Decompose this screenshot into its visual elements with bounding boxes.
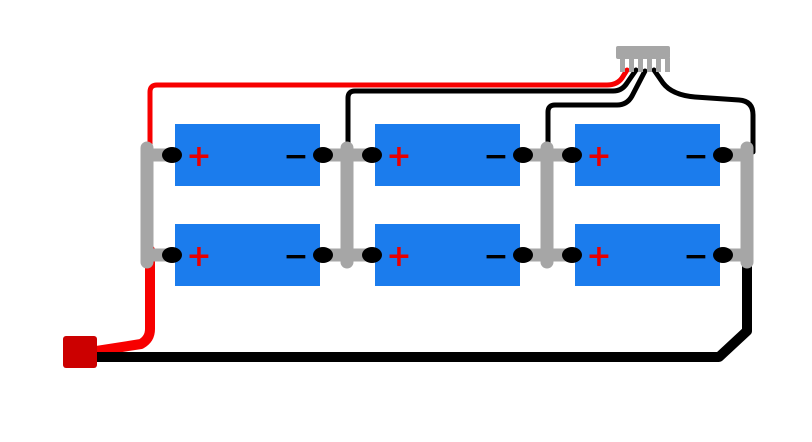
minus-sign-label: − (483, 139, 508, 174)
balance-connector-pin (656, 58, 661, 72)
minus-sign-label: − (283, 139, 308, 174)
positive-terminal (562, 147, 582, 163)
plus-sign-label: + (586, 139, 611, 174)
balance-connector-pin (620, 58, 625, 72)
negative-lead-wire (83, 245, 752, 362)
balance-connector (616, 46, 670, 72)
balance-connector-pin (629, 58, 634, 72)
positive-terminal (362, 147, 382, 163)
minus-sign-label: − (683, 239, 708, 274)
negative-terminal (713, 147, 733, 163)
balance-wire-tap-2 (545, 68, 648, 159)
minus-sign-label: − (483, 239, 508, 274)
battery-cell: + − (562, 124, 733, 186)
busbar-mid-2 (515, 141, 581, 269)
minus-sign-label: − (283, 239, 308, 274)
busbar-mid-1 (315, 141, 381, 269)
negative-terminal (513, 147, 533, 163)
battery-body (375, 224, 520, 286)
balance-connector-pin (647, 58, 652, 72)
balance-wire-tap-1 (345, 67, 639, 159)
battery-cell: + − (162, 224, 333, 286)
battery-cell: + − (162, 124, 333, 186)
plus-sign-label: + (186, 239, 211, 274)
battery-cell: + − (362, 124, 533, 186)
balance-connector-pin (665, 58, 670, 72)
balance-connector-housing (616, 46, 670, 59)
battery-cell: + − (362, 224, 533, 286)
negative-terminal (713, 247, 733, 263)
positive-terminal (162, 147, 182, 163)
main-connector (63, 336, 97, 368)
plus-sign-label: + (186, 139, 211, 174)
positive-lead-wire (85, 245, 155, 357)
plus-sign-label: + (586, 239, 611, 274)
minus-sign-label: − (683, 139, 708, 174)
positive-terminal (162, 247, 182, 263)
negative-terminal (313, 147, 333, 163)
balance-wire-tap-3 (651, 67, 756, 155)
battery-cell: + − (562, 224, 733, 286)
negative-terminal (313, 247, 333, 263)
balance-wire-positive (147, 67, 630, 161)
negative-terminal (513, 247, 533, 263)
battery-body (375, 124, 520, 186)
balance-connector-pin (638, 58, 643, 72)
battery-body (575, 124, 720, 186)
plus-sign-label: + (386, 139, 411, 174)
positive-terminal (562, 247, 582, 263)
busbar-right (711, 141, 754, 269)
battery-body (575, 224, 720, 286)
plus-sign-label: + (386, 239, 411, 274)
battery-body (175, 124, 320, 186)
positive-terminal (362, 247, 382, 263)
battery-body (175, 224, 320, 286)
